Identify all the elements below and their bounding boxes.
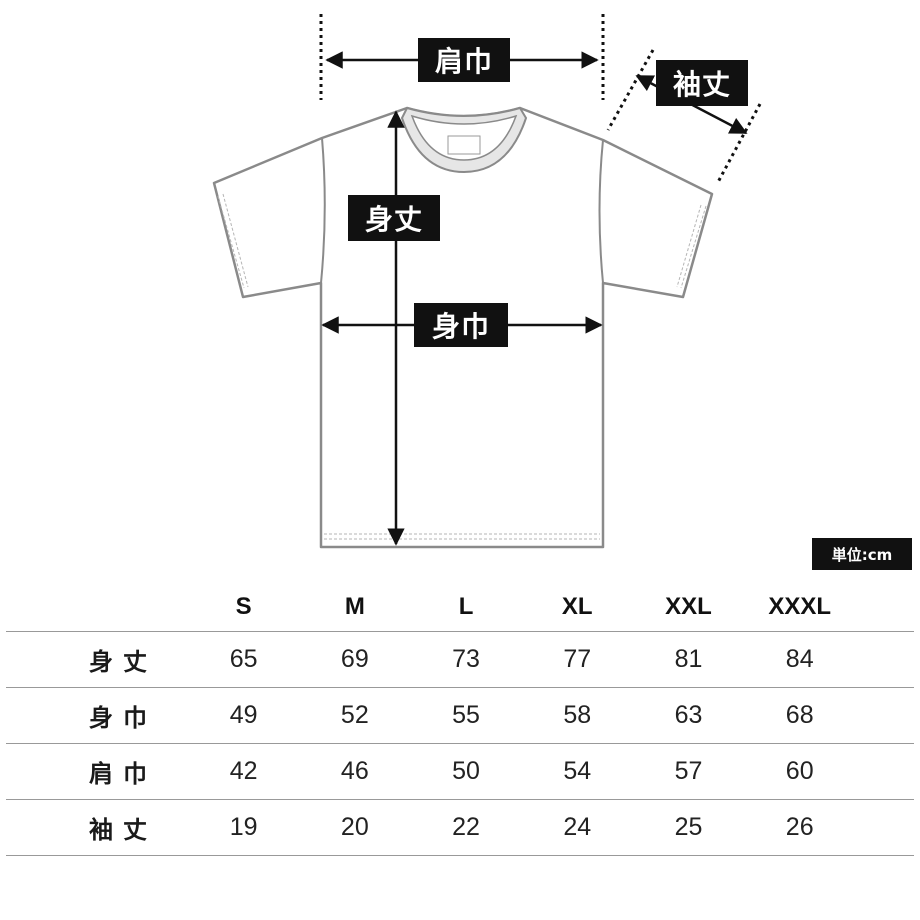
table-cell: 20 (299, 799, 411, 856)
size-header: XXXL (768, 593, 832, 620)
body-length-label: 身丈 (348, 195, 440, 241)
body-width-label: 身巾 (414, 303, 508, 347)
table-row: 身巾 49 52 55 58 63 68 (6, 687, 914, 744)
size-header: S (235, 593, 252, 620)
row-label: 肩巾 (6, 743, 188, 800)
spacer-cell (855, 687, 914, 744)
table-cell: 84 (744, 631, 856, 688)
row-label: 身巾 (6, 687, 188, 744)
table-cell: 65 (188, 631, 300, 688)
table-cell: 68 (744, 687, 856, 744)
table-cell: 49 (188, 687, 300, 744)
table-cell: 69 (299, 631, 411, 688)
size-table: S M L XL XXL XXXL 身丈 65 69 73 77 81 84 身… (6, 583, 914, 856)
table-cell: 50 (410, 743, 522, 800)
table-row: 身丈 65 69 73 77 81 84 (6, 631, 914, 688)
row-label: 身丈 (6, 631, 188, 688)
table-cell: 81 (632, 631, 745, 688)
table-cell: 52 (299, 687, 411, 744)
table-row: 袖丈 19 20 22 24 25 26 (6, 799, 914, 856)
size-header: XXL (665, 593, 712, 620)
table-cell: 46 (299, 743, 411, 800)
table-cell: 60 (744, 743, 856, 800)
tshirt-diagram (212, 14, 762, 549)
table-cell: 25 (632, 799, 745, 856)
spacer-cell (855, 631, 914, 688)
table-cell: 55 (410, 687, 522, 744)
size-header: M (344, 593, 365, 620)
table-cell: 63 (632, 687, 745, 744)
shoulder-width-label: 肩巾 (418, 38, 510, 82)
corner-cell (6, 583, 188, 632)
size-header: L (458, 593, 474, 620)
table-cell: 58 (521, 687, 633, 744)
sleeve-length-label: 袖丈 (656, 60, 748, 106)
table-cell: 19 (188, 799, 300, 856)
table-header-row: S M L XL XXL XXXL (6, 583, 914, 632)
collar (400, 106, 528, 174)
table-cell: 73 (410, 631, 522, 688)
row-label: 袖丈 (6, 799, 188, 856)
table-cell: 26 (744, 799, 856, 856)
table-cell: 54 (521, 743, 633, 800)
table-cell: 24 (521, 799, 633, 856)
spacer-cell (855, 743, 914, 800)
table-cell: 57 (632, 743, 745, 800)
size-header: XL (561, 593, 593, 620)
table-cell: 22 (410, 799, 522, 856)
unit-badge: 単位:cm (812, 538, 912, 570)
table-cell: 77 (521, 631, 633, 688)
spacer-cell (855, 799, 914, 856)
table-row: 肩巾 42 46 50 54 57 60 (6, 743, 914, 800)
spacer-cell (855, 583, 914, 632)
table-cell: 42 (188, 743, 300, 800)
